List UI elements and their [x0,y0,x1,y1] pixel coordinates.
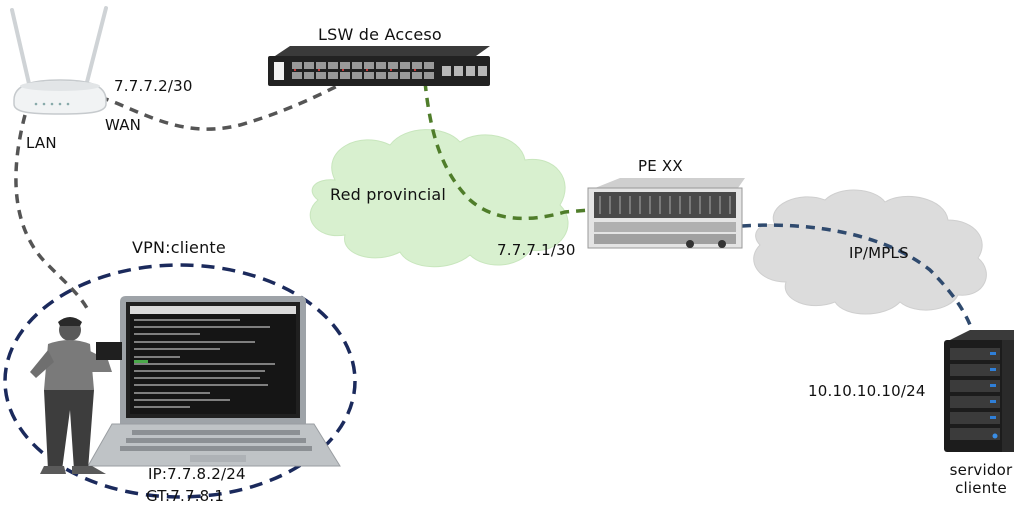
router-ip-label: 7.7.7.2/30 [114,77,193,95]
vpn-ellipse [3,263,357,499]
gateway-label: GT:7.7.8.1 [146,487,225,505]
pe-label: PE XX [638,157,683,175]
switch-icon [268,46,490,86]
person-icon [30,317,122,474]
server-ip-label: 10.10.10.10/24 [808,382,926,400]
mpls-cloud [753,189,987,315]
link-router-laptop [14,114,90,311]
vpn-label: VPN:cliente [132,238,226,257]
server-label-line1: servidor [949,461,1013,479]
link-pe-server [741,223,974,331]
link-switch-pe [423,81,591,221]
client-ip-label: IP:7.7.8.2/24 [148,465,246,483]
provincial-cloud [309,129,569,268]
provincial-cloud-label: Red provincial [330,185,447,204]
wan-label: WAN [105,116,142,134]
pe-router-icon [587,178,745,249]
switch-label: LSW de Acceso [318,25,442,44]
server-label-line2: cliente [955,479,1007,497]
pe-ip-label: 7.7.7.1/30 [497,241,576,259]
lan-label: LAN [26,134,57,152]
link-router-switch [99,80,346,131]
mpls-cloud-label: IP/MPLS [849,244,909,262]
router-icon [10,6,108,115]
server-icon [944,330,1014,452]
laptop-icon [87,296,341,467]
